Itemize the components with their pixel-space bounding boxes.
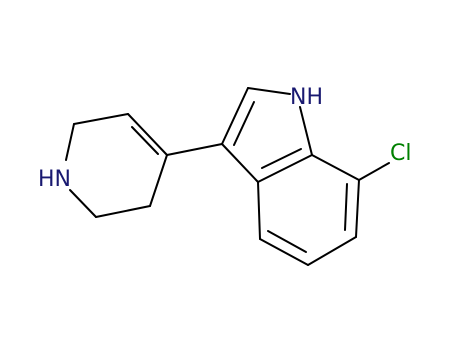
bond-pyrrole-n-c7a: [299, 106, 313, 156]
atom-label-indole-nh: NH: [290, 85, 323, 110]
bond-ring1-c5-c6: [95, 205, 151, 218]
bond-benzene-c5-c4-double: [267, 230, 307, 253]
atom-label-chlorine: Cl: [390, 141, 411, 166]
bond-benzene-c3a-c7a-double: [261, 148, 302, 169]
bond-ring1-c3-c4: [127, 113, 168, 156]
bond-pyrrole-c3-c3a: [221, 143, 259, 183]
bond-benzene-c6-c5: [307, 236, 357, 266]
bond-pyrrole-c2-n: [247, 87, 291, 95]
bond-benzene-c7-c6-double: [344, 183, 348, 231]
bond-ring1-c2-c3: [73, 113, 129, 125]
bond-benzene-c7a-c7: [311, 154, 360, 181]
bond-ring1-c6-n: [69, 189, 97, 218]
bond-benzene-c4-c3a: [257, 181, 261, 240]
bond-pyrrole-c3-c2: [221, 87, 249, 145]
bond-ring-link: [166, 143, 223, 156]
bond-c7-cl: [358, 162, 390, 181]
bond-benzene-c7-c6: [355, 179, 360, 238]
bond-ring1-c3-c4-double: [131, 126, 159, 155]
bond-benzene-c3a-c7a: [257, 154, 313, 183]
bond-ring1-c4-c5: [149, 154, 168, 207]
bond-benzene-c5-c4: [259, 238, 309, 266]
bond-pyrrole-c3-c2-double: [233, 101, 255, 146]
atom-label-piperidine-nh: HN: [38, 167, 71, 192]
bond-ring1-n-c2: [65, 123, 75, 161]
